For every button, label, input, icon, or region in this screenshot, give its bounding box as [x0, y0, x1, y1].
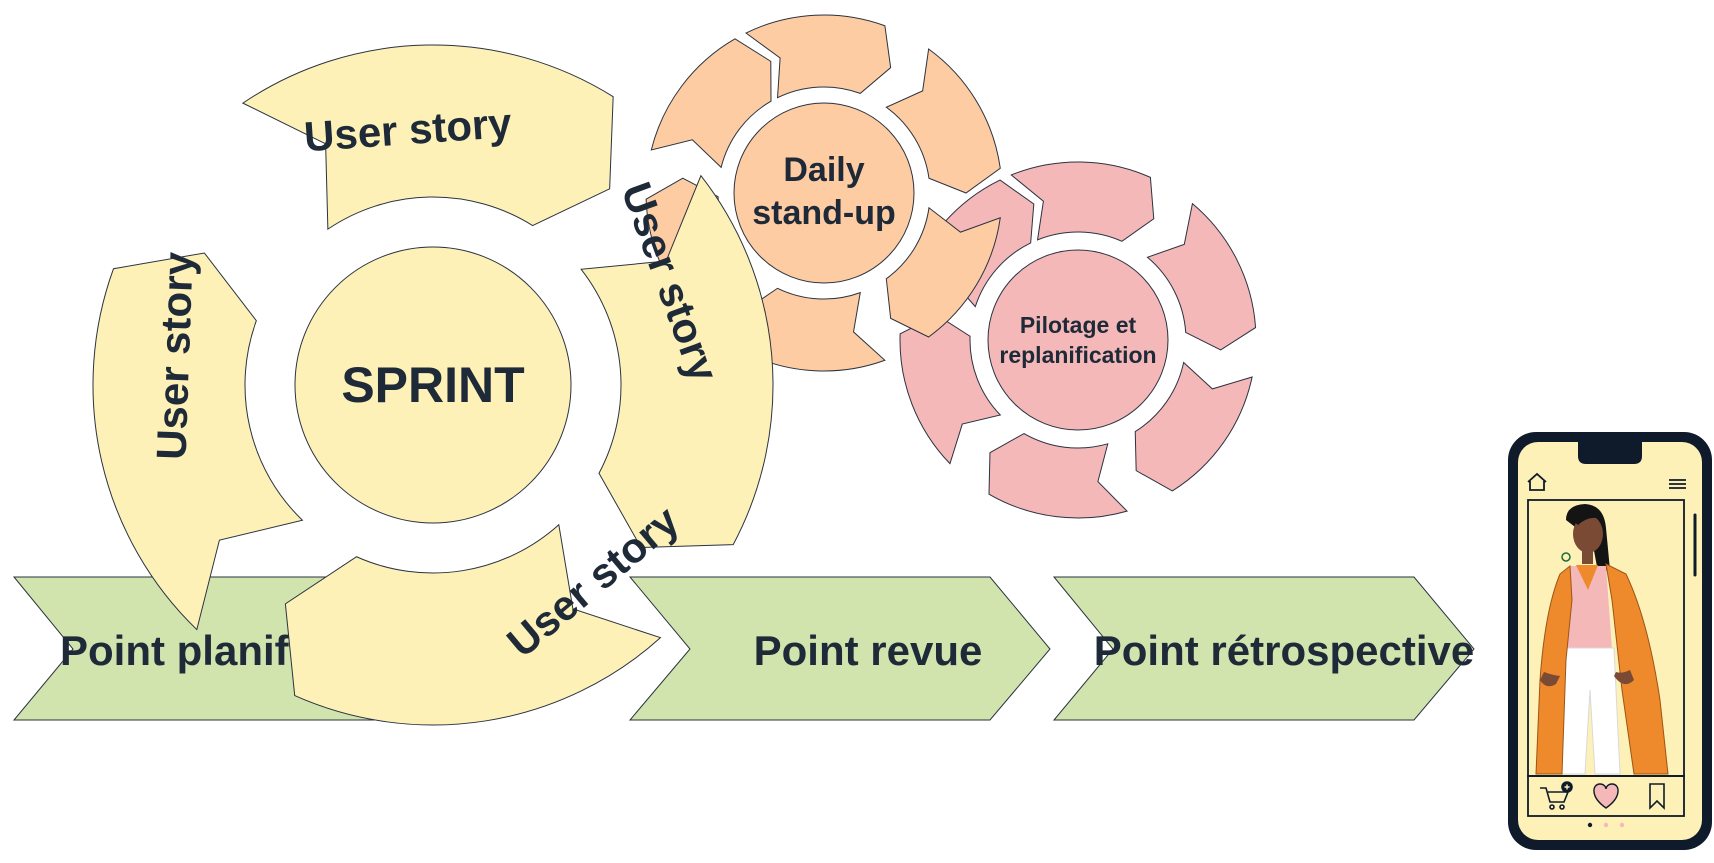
pilotage-segment-2: [1146, 202, 1257, 351]
bookmark-icon[interactable]: [1649, 783, 1665, 810]
user-story-segment-3: [284, 523, 662, 726]
sprint-center: [294, 246, 572, 524]
user-story-segment-2: [580, 174, 774, 549]
cart-add-icon[interactable]: [1540, 781, 1573, 810]
phone-notch: [1578, 442, 1642, 464]
standup-label-line2: stand-up: [752, 194, 896, 232]
user-story-segment-1: [241, 44, 614, 231]
user-story-segment-4: [92, 252, 304, 631]
pilotage-segment-5: [899, 314, 1002, 465]
home-icon[interactable]: [1527, 472, 1547, 491]
user-story-label-left: User story: [147, 251, 201, 461]
sprint-cycle: [92, 44, 774, 726]
pilotage-label-line1: Pilotage et: [1020, 312, 1137, 338]
pilotage-center: [987, 249, 1169, 431]
phone-illustration: [1508, 432, 1712, 850]
standup-cycle: [645, 14, 1001, 372]
person-illustration: [1535, 504, 1669, 775]
standup-segment-3: [885, 206, 1001, 338]
pilotage-segment-4: [988, 432, 1129, 519]
heart-icon[interactable]: [1593, 783, 1619, 809]
pilotage-segment-1: [1010, 161, 1155, 242]
phone-bottom-bar: [1527, 775, 1685, 817]
pilotage-segment-3: [1134, 361, 1253, 492]
carousel-dots: [1587, 822, 1625, 828]
menu-icon[interactable]: [1669, 479, 1686, 489]
standup-segment-2: [885, 48, 1001, 194]
pilotage-label-line2: replanification: [999, 342, 1156, 368]
milestone-retrospective: Point rétrospective: [1052, 576, 1475, 721]
standup-label-line1: Daily: [783, 151, 864, 189]
standup-segment-1: [745, 14, 892, 99]
milestone-review: Point revue: [628, 576, 1051, 721]
milestone-retrospective-label: Point rétrospective: [1094, 627, 1474, 674]
standup-segment-6: [650, 38, 772, 169]
milestone-review-label: Point revue: [754, 627, 983, 674]
standup-center: [733, 102, 915, 284]
sprint-center-label: SPRINT: [341, 357, 524, 413]
